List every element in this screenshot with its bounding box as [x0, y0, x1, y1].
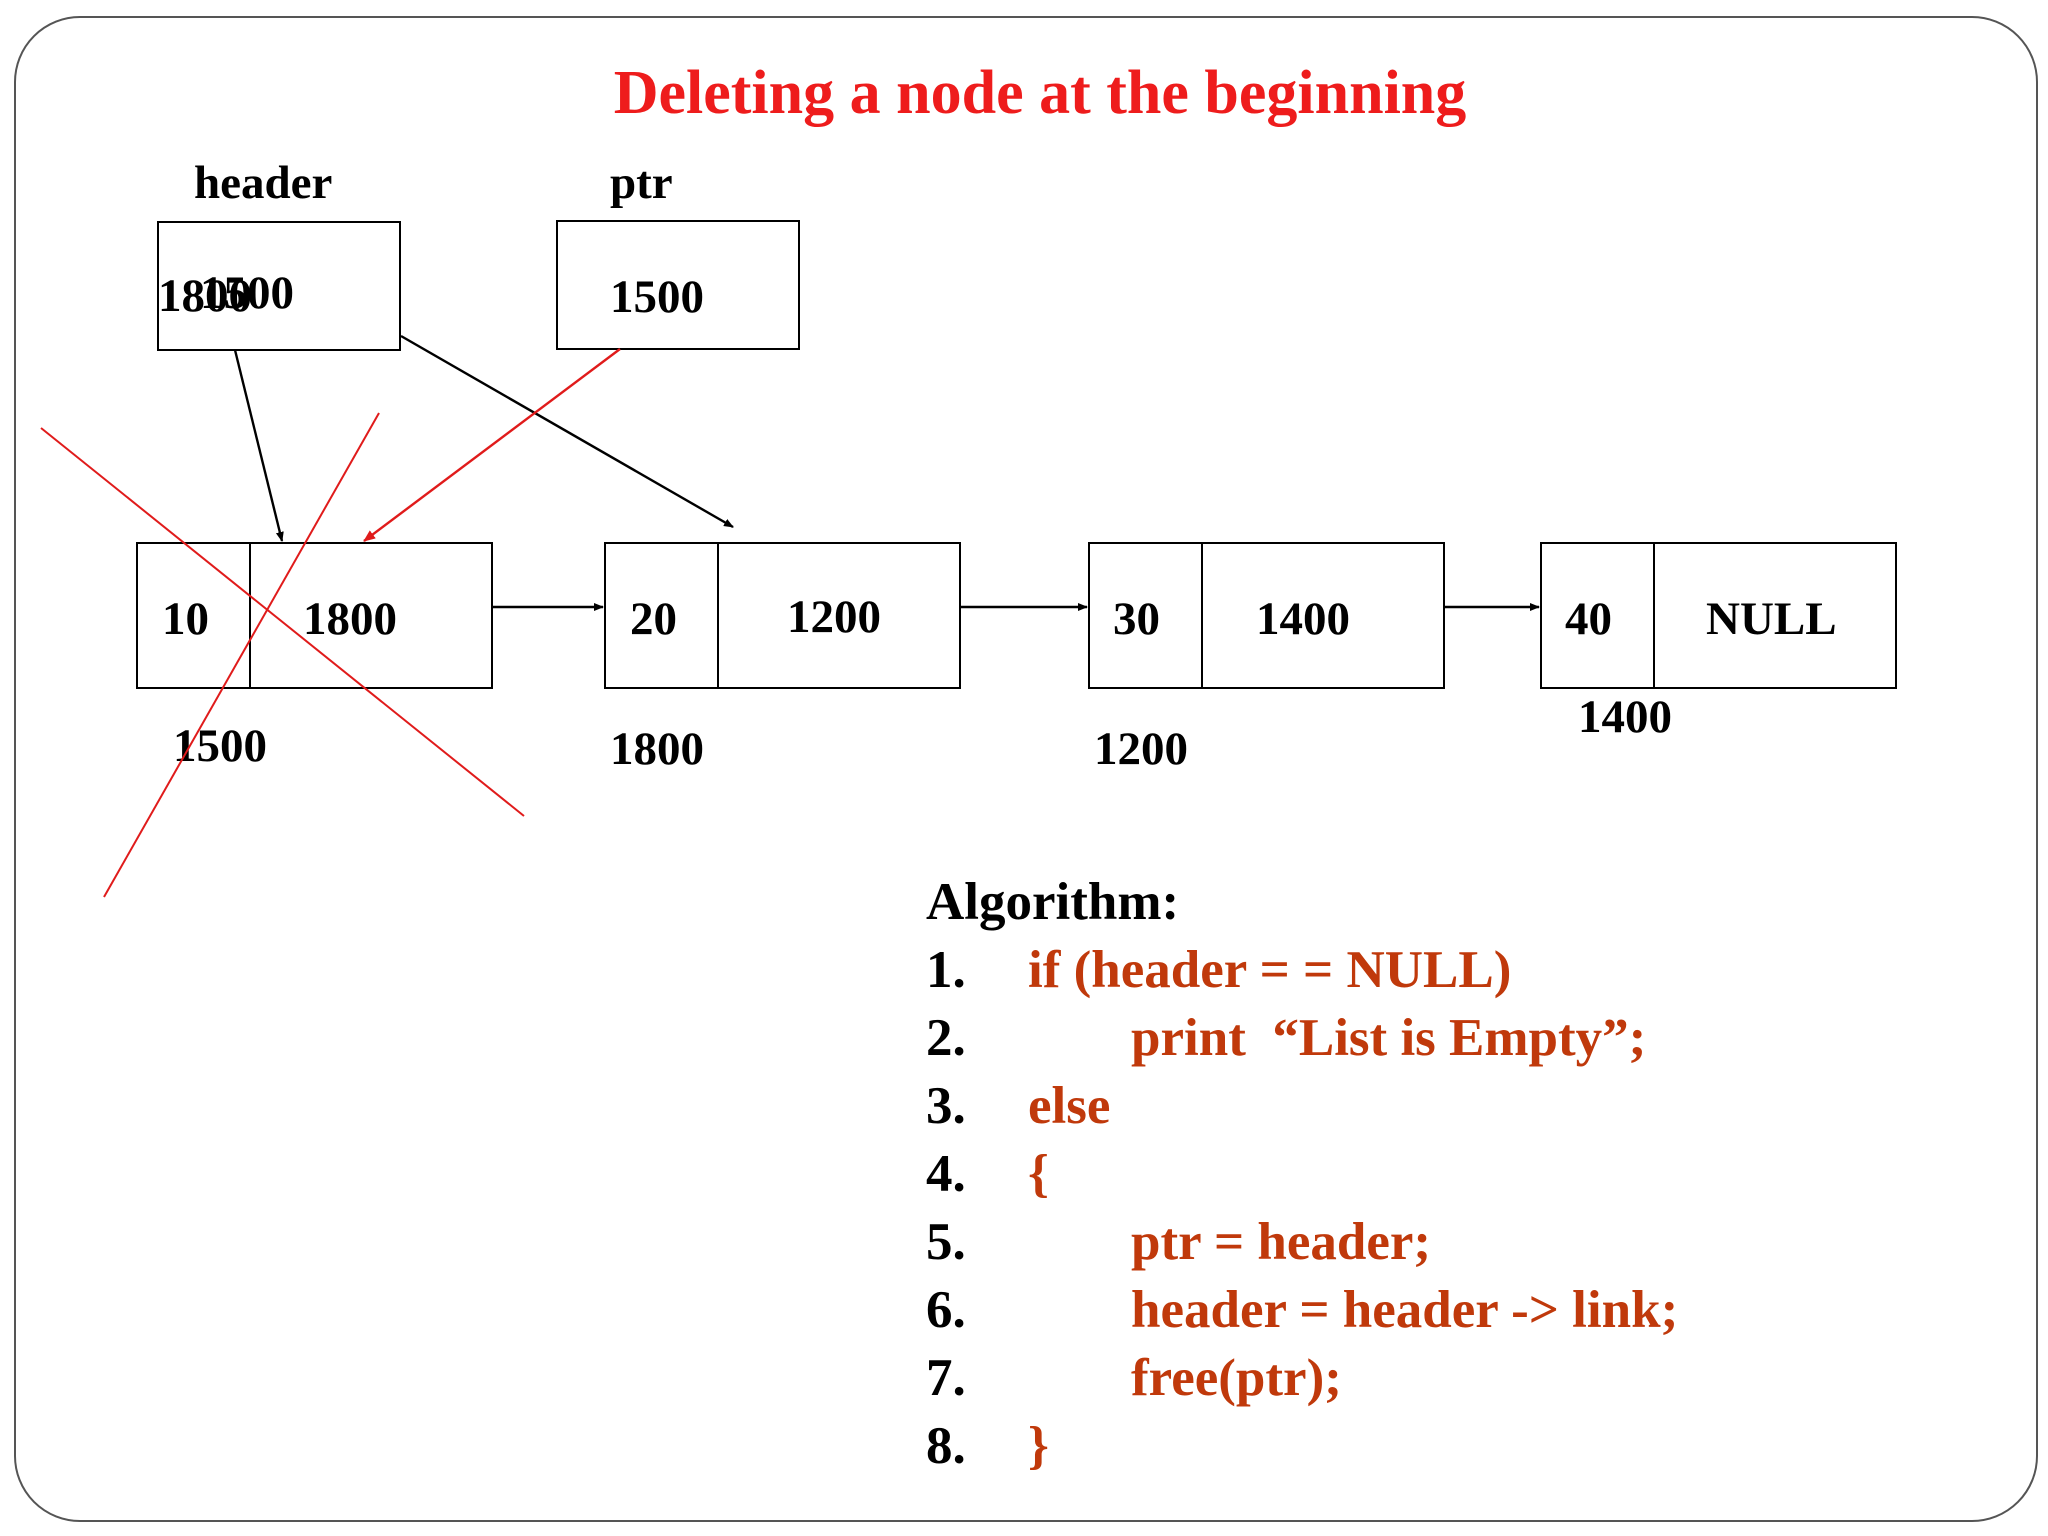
node-4 — [1540, 542, 1897, 689]
ptr-box — [556, 220, 800, 350]
node-2-address: 1800 — [610, 723, 704, 775]
step-3-code: else — [1028, 1077, 1111, 1135]
node-1-link: 1800 — [303, 593, 397, 645]
step-5-code: ptr = header; — [1131, 1213, 1432, 1271]
step-6-code: header = header -> link; — [1131, 1281, 1679, 1339]
step-4-code: { — [1028, 1145, 1049, 1203]
node-2-data: 20 — [630, 593, 677, 645]
algorithm-heading: Algorithm: — [926, 873, 1180, 931]
slide-title: Deleting a node at the beginning — [613, 59, 1467, 127]
header-old-arrow — [233, 349, 284, 542]
step-8-code: } — [1028, 1417, 1049, 1475]
header-new-arrow — [400, 334, 734, 529]
cross-out-line-2 — [103, 412, 380, 898]
node-3 — [1088, 542, 1445, 689]
step-2-number: 2. — [926, 1009, 966, 1067]
step-8-number: 8. — [926, 1417, 966, 1475]
step-1-number: 1. — [926, 941, 966, 999]
node-3-address: 1200 — [1094, 723, 1188, 775]
node-4-address: 1400 — [1578, 691, 1672, 743]
ptr-value: 1500 — [610, 271, 704, 323]
node-2-link: 1200 — [787, 591, 881, 643]
ptr-label: ptr — [610, 157, 673, 209]
step-4-number: 4. — [926, 1145, 966, 1203]
step-5-number: 5. — [926, 1213, 966, 1271]
node-4-divider — [1653, 542, 1655, 689]
step-7-number: 7. — [926, 1349, 966, 1407]
node-1 — [136, 542, 493, 689]
header-old-value: 1800 — [158, 270, 252, 322]
step-2-code: print “List is Empty”; — [1131, 1009, 1647, 1067]
cross-out-line-1 — [40, 427, 525, 817]
ptr-arrow — [363, 348, 621, 542]
node-2-divider — [717, 542, 719, 689]
node-4-data: 40 — [1565, 593, 1612, 645]
step-7-code: free(ptr); — [1131, 1349, 1342, 1407]
node-1-divider — [249, 542, 251, 689]
header-box — [157, 221, 401, 351]
header-label: header — [194, 157, 333, 209]
node-4-link: NULL — [1706, 593, 1837, 645]
node-2 — [604, 542, 961, 689]
step-6-number: 6. — [926, 1281, 966, 1339]
node-3-data: 30 — [1113, 593, 1160, 645]
slide-frame — [14, 16, 2038, 1522]
node-3-divider — [1201, 542, 1203, 689]
step-1-code: if (header = = NULL) — [1028, 941, 1512, 999]
node-3-link: 1400 — [1256, 593, 1350, 645]
header-new-value: 1500 — [200, 267, 294, 319]
step-3-number: 3. — [926, 1077, 966, 1135]
node-1-data: 10 — [162, 593, 209, 645]
